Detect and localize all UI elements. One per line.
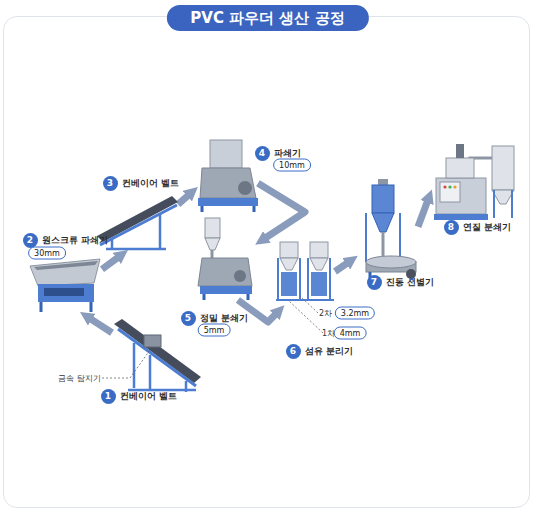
grinder-head <box>446 158 474 178</box>
step-name: 원스크류 파쇄기 <box>42 234 108 246</box>
dust-collector <box>492 146 514 190</box>
callout-number: 7 <box>367 275 382 290</box>
motor <box>456 144 464 158</box>
metal-detector <box>144 335 161 347</box>
machine-step: 3컨베이어 벨트 <box>95 193 178 250</box>
tower-top <box>280 242 298 258</box>
machine-step: 7진동 선별기 <box>358 183 418 280</box>
machine-step: 4파쇄기 <box>198 140 258 212</box>
callout-number: 5 <box>181 311 196 326</box>
base <box>198 198 258 206</box>
belt <box>114 319 201 383</box>
callout-number: 1 <box>101 389 116 404</box>
lamp <box>453 185 456 188</box>
lamp <box>448 185 451 188</box>
step-name: 컨베이어 벨트 <box>120 390 177 402</box>
conveyor-belt-3 <box>97 196 178 250</box>
step-name: 섬유 분리기 <box>305 345 353 357</box>
conveyor-belt-1 <box>114 319 201 392</box>
flow-arrow <box>102 256 120 269</box>
body <box>38 284 94 302</box>
legs <box>41 302 91 312</box>
callout-number: 6 <box>286 344 301 359</box>
leader-line <box>102 350 150 378</box>
hopper <box>30 259 100 286</box>
callout-number: 2 <box>23 233 38 248</box>
precision-grinder <box>198 218 252 300</box>
motor <box>234 270 246 282</box>
frame <box>276 258 334 300</box>
callout-number: 8 <box>444 220 459 235</box>
cyclone <box>205 218 220 238</box>
dimension-pill: 4mm <box>334 327 367 340</box>
tower-body <box>281 272 297 296</box>
flow-arrow <box>178 193 191 204</box>
belt <box>97 196 178 242</box>
base <box>200 286 252 294</box>
legs <box>128 343 196 392</box>
vibrating-sieve <box>366 179 416 280</box>
legs <box>204 294 248 300</box>
flow-arrow <box>88 317 112 332</box>
tower-cone <box>310 258 328 270</box>
flow-arrow <box>418 199 429 227</box>
part-label: 금속 탐지기 <box>58 373 101 384</box>
base <box>434 214 488 220</box>
single-screw-shredder <box>30 259 100 312</box>
leader-line <box>288 296 323 333</box>
frame <box>366 213 400 262</box>
fiber-separator <box>276 242 334 300</box>
step-name: 컨베이어 벨트 <box>122 177 179 189</box>
collector-legs <box>494 190 512 218</box>
cyclone-cone <box>372 213 394 232</box>
legs <box>202 206 254 212</box>
hopper <box>210 140 242 168</box>
dimension-pill: 5mm <box>198 324 231 337</box>
flow-arrow <box>258 183 305 239</box>
sieve-deck <box>366 256 416 268</box>
pipe <box>211 250 214 258</box>
frame <box>118 329 196 386</box>
tower-top <box>310 242 328 258</box>
step-name: 파쇄기 <box>274 147 301 159</box>
flow-arrow <box>335 261 350 271</box>
lamp <box>443 185 446 188</box>
pipe <box>382 232 385 256</box>
callout-number: 4 <box>255 146 270 161</box>
machine-step: 6섬유 분리기 <box>272 238 335 305</box>
machine-step: 1컨베이어 벨트 <box>112 318 200 392</box>
step-name: 연질 분쇄기 <box>463 221 511 233</box>
body <box>200 168 256 198</box>
cabinet <box>436 178 486 214</box>
hopper-opening <box>34 261 98 270</box>
dimension-pill: 10mm <box>273 159 311 172</box>
stage-label: 2차 <box>319 308 332 319</box>
cyclone-cap <box>378 179 388 185</box>
crusher <box>198 140 258 212</box>
machine-step: 2원스크류 파쇄기 <box>28 255 102 312</box>
machine-step: 5정밀 분쇄기 <box>198 215 255 300</box>
collector-cone <box>492 190 514 204</box>
motor <box>238 181 252 195</box>
tower-body <box>311 272 327 296</box>
machine-step: 8연질 분쇄기 <box>432 140 522 222</box>
legs <box>106 214 166 250</box>
title-pill: PVC 파우더 생산 공정 <box>166 5 368 31</box>
soft-grinder <box>434 144 514 220</box>
dimension-pill: 30mm <box>28 247 66 260</box>
step-name: 정밀 분쇄기 <box>200 312 248 324</box>
cyclone-cone <box>205 238 220 250</box>
dimension-pill: 3.2mm <box>335 307 375 320</box>
body-inner <box>44 288 84 296</box>
cyclone <box>372 185 394 213</box>
callout-number: 3 <box>103 176 118 191</box>
body <box>198 258 252 286</box>
tower-cone <box>280 258 298 270</box>
control-panel <box>440 182 460 202</box>
step-name: 진동 선별기 <box>386 276 434 288</box>
